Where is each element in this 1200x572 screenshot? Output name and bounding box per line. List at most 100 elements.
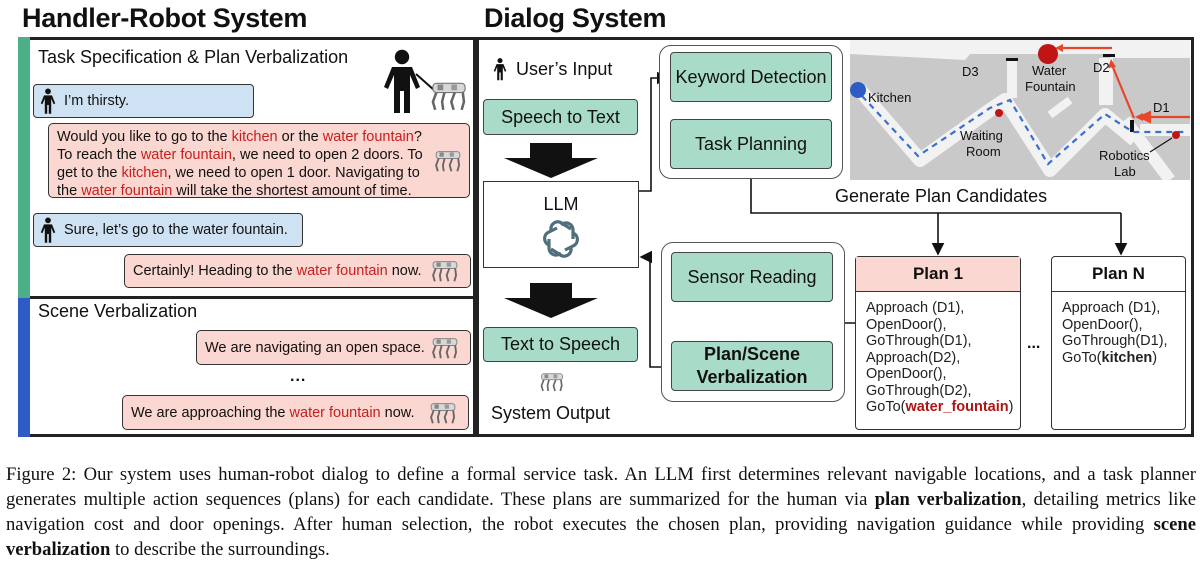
text-segment: , we need to open 1 door. Navigating to bbox=[167, 165, 420, 181]
navigation-map: Kitchen D3 Water Fountain D2 D1 Waiting … bbox=[850, 40, 1190, 180]
plan-step: GoThrough(D2), bbox=[866, 382, 972, 399]
robot-message: We are navigating an open space. bbox=[196, 330, 471, 365]
caption-bold: scene verbalization bbox=[6, 514, 1196, 560]
message-text: We are approaching the water fountain no… bbox=[131, 404, 414, 422]
plan-steps: Approach (D1),OpenDoor(),GoThrough(D1),A… bbox=[856, 292, 1020, 416]
text-segment: , we need to open 2 doors. To bbox=[231, 147, 423, 163]
message-line: Certainly! Heading to the water fountain… bbox=[133, 262, 422, 280]
top-corridor bbox=[850, 40, 1190, 60]
plan-step: GoThrough(D1), bbox=[1062, 333, 1168, 349]
caption-text: , detailing metrics like navigation cost… bbox=[6, 489, 1197, 535]
text-to-speech-module: Text to Speech bbox=[483, 327, 638, 362]
keyword-detection-module: Keyword Detection bbox=[670, 52, 832, 102]
message-text: Certainly! Heading to the water fountain… bbox=[133, 262, 422, 280]
plan-title: Plan N bbox=[1052, 257, 1185, 292]
llm-module: LLM bbox=[483, 181, 639, 268]
plan-steps: Approach (D1),OpenDoor(),GoThrough(D1),G… bbox=[1052, 292, 1185, 366]
handler-robot-panel bbox=[18, 37, 476, 437]
kitchen-marker bbox=[850, 82, 866, 98]
scene-verbalization-heading: Scene Verbalization bbox=[38, 301, 198, 321]
sensor-reading-module: Sensor Reading bbox=[671, 252, 833, 302]
map-label-waiting-room: Room bbox=[966, 144, 1001, 159]
openai-logo-icon bbox=[543, 220, 579, 258]
scene-section-stripe bbox=[18, 298, 30, 437]
text-segment: get to the bbox=[57, 165, 122, 181]
task-spec-heading: Task Specification & Plan Verbalization bbox=[38, 47, 349, 67]
message-line: We are approaching the water fountain no… bbox=[131, 404, 414, 422]
dialog-system-title: Dialog System bbox=[484, 3, 667, 33]
map-label-waiting-room: Waiting bbox=[960, 128, 1003, 143]
human-message: I’m thirsty. bbox=[33, 84, 254, 118]
generate-plan-candidates-label: Generate Plan Candidates bbox=[835, 186, 1048, 206]
plan-1-path-b bbox=[1110, 64, 1136, 119]
text-segment: We are navigating an open space. bbox=[205, 339, 425, 356]
plan-goal: water_fountain bbox=[905, 399, 1009, 415]
message-line: the water fountain will take the shortes… bbox=[57, 182, 461, 200]
dialog-system-panel bbox=[476, 37, 1194, 437]
door-d1 bbox=[1130, 120, 1134, 132]
map-label-d3: D3 bbox=[962, 64, 979, 79]
text-segment: We are approaching the bbox=[131, 404, 290, 421]
highlighted-location: kitchen bbox=[231, 129, 278, 145]
users-input-label: User’s Input bbox=[493, 57, 612, 81]
robot-dog-icon bbox=[540, 372, 564, 392]
message-line: To reach the water fountain, we need to … bbox=[57, 146, 461, 164]
robotics-lab-marker bbox=[1172, 131, 1180, 139]
message-text: Would you like to go to the kitchen or t… bbox=[57, 128, 461, 200]
robot-message: Would you like to go to the kitchen or t… bbox=[48, 123, 470, 200]
robot-message: We are approaching the water fountain no… bbox=[122, 395, 469, 430]
door-d2 bbox=[1103, 54, 1115, 57]
system-output-label: System Output bbox=[491, 403, 611, 423]
map-label-robotics-lab: Lab bbox=[1114, 164, 1136, 179]
task-planning-module: Task Planning bbox=[670, 119, 832, 169]
plan-step: OpenDoor(), bbox=[866, 366, 947, 382]
highlighted-location: water fountain bbox=[81, 183, 173, 199]
map-label-water-fountain: Fountain bbox=[1025, 79, 1076, 94]
water-fountain-marker bbox=[1038, 44, 1058, 64]
message-text: We are navigating an open space. bbox=[205, 339, 425, 357]
handler-with-robot-illustration bbox=[382, 48, 474, 118]
highlighted-location: water fountain bbox=[140, 147, 232, 163]
text-segment: now. bbox=[387, 263, 422, 279]
person-icon bbox=[493, 58, 507, 81]
message-text: Sure, let’s go to the water fountain. bbox=[64, 222, 288, 238]
plan-step: OpenDoor(), bbox=[866, 316, 947, 333]
plan-n-path bbox=[861, 95, 1185, 166]
message-line: Would you like to go to the kitchen or t… bbox=[57, 128, 461, 146]
highlighted-location: water fountain bbox=[289, 404, 381, 421]
down-arrow-stt-to-llm bbox=[504, 143, 598, 178]
figure-caption: Figure 2: Our system uses human-robot di… bbox=[6, 462, 1196, 562]
message-line: We are navigating an open space. bbox=[205, 339, 425, 357]
arrow-verbalization-to-llm bbox=[639, 250, 669, 368]
plan-n-card: Plan N Approach (D1),OpenDoor(),GoThroug… bbox=[1051, 256, 1186, 430]
speech-to-text-module: Speech to Text bbox=[483, 99, 638, 135]
waiting-room-marker bbox=[995, 109, 1003, 117]
map-label-water-fountain: Water bbox=[1032, 63, 1067, 78]
map-label-robotics-lab: Robotics bbox=[1099, 148, 1150, 163]
plan-step: Approach(D2), bbox=[866, 349, 961, 366]
message-line: get to the kitchen, we need to open 1 do… bbox=[57, 164, 461, 182]
map-label-d1: D1 bbox=[1153, 100, 1170, 115]
plan-step: Approach (D1), bbox=[1062, 300, 1161, 316]
plan-goal: kitchen bbox=[1101, 349, 1153, 366]
text-segment: the bbox=[57, 183, 82, 199]
plan-goal-step: GoTo(water_fountain) bbox=[866, 399, 1014, 415]
caption-text: to describe the surroundings. bbox=[110, 539, 330, 560]
plan-step: Approach (D1), bbox=[866, 300, 965, 316]
text-segment: To reach the bbox=[57, 147, 141, 163]
plan-step: GoThrough(D1), bbox=[866, 333, 972, 349]
door-d3 bbox=[1006, 58, 1018, 61]
llm-label: LLM bbox=[543, 194, 579, 214]
down-arrow-llm-to-tts bbox=[504, 283, 598, 318]
caption-bold: plan verbalization bbox=[874, 489, 1022, 510]
task-section-stripe bbox=[18, 37, 30, 298]
map-label-d2: D2 bbox=[1093, 60, 1110, 75]
corridor bbox=[854, 85, 1140, 177]
handler-robot-system-title: Handler-Robot System bbox=[22, 3, 308, 33]
highlighted-location: kitchen bbox=[121, 165, 168, 181]
plan-1-card: Plan 1 Approach (D1),OpenDoor(),GoThroug… bbox=[855, 256, 1021, 430]
text-segment: ? bbox=[413, 129, 422, 145]
section-divider bbox=[30, 296, 476, 299]
plan-goal-step: GoTo(kitchen) bbox=[1062, 349, 1158, 366]
message-text: I’m thirsty. bbox=[64, 93, 129, 109]
